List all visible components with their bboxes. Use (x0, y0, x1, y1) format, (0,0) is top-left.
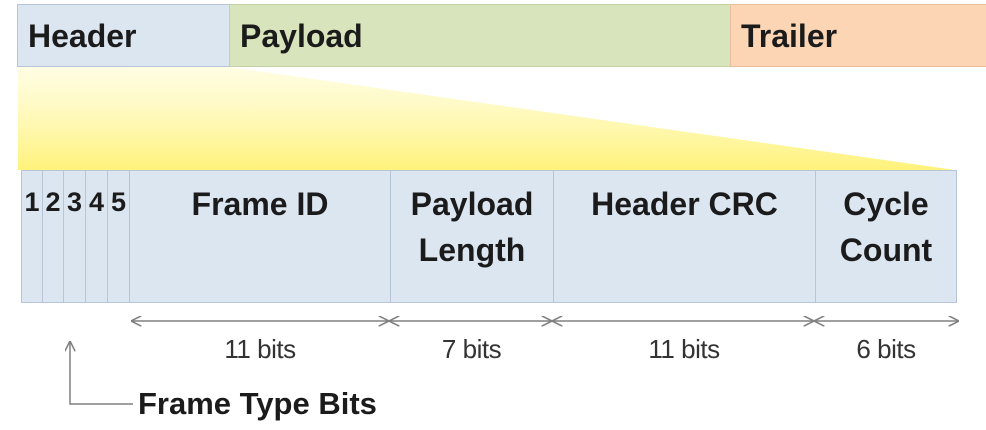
frame-header-label: Header (28, 18, 137, 54)
frame-type-bit-4: 4 (85, 170, 108, 303)
frame-id-field: Frame ID (129, 170, 391, 303)
frame-type-bit-3: 3 (63, 170, 86, 303)
header-crc-bit-count: 11 bits (648, 334, 720, 364)
payload-length-bit-count: 7 bits (441, 334, 502, 364)
payload-length-field: Payload Length (390, 170, 554, 303)
cycle-count-label-line1: Cycle (843, 186, 929, 222)
frame-payload-segment: Payload (229, 4, 731, 67)
frame-trailer-label: Trailer (741, 18, 838, 54)
cycle-count-bit-count: 6 bits (856, 334, 916, 364)
frame-id-bit-count: 11 bits (224, 334, 296, 364)
frame-payload-label: Payload (240, 18, 363, 54)
frame-trailer-segment: Trailer (730, 4, 986, 67)
cycle-count-label-line2: Count (839, 232, 933, 268)
frame-type-bit-5: 5 (107, 170, 130, 303)
frame-header-segment: Header (17, 4, 230, 67)
payload-length-label-line2: Length (418, 232, 526, 268)
frame-id-label: Frame ID (191, 186, 329, 222)
frame-type-bit-1: 1 (21, 170, 43, 303)
frame-type-bits-label: Frame Type Bits (138, 386, 377, 421)
header-crc-field: Header CRC (553, 170, 816, 303)
cycle-count-field: Cycle Count (815, 170, 957, 303)
header-crc-label: Header CRC (591, 186, 778, 222)
header-expansion-highlight (18, 67, 955, 170)
frame-type-bit-2: 2 (42, 170, 64, 303)
payload-length-label-line1: Payload (410, 186, 534, 222)
frame-type-pointer-arrow (70, 342, 133, 405)
